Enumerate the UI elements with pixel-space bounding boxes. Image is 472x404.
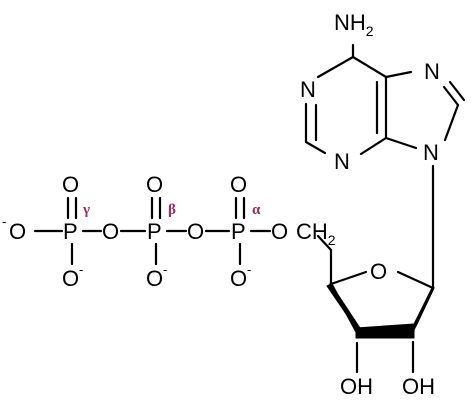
ribose-wedge-bonds (326, 282, 435, 339)
atom-labels: NH2 N N N N O OH OH O CH2 - O P O O - γ … (2, 10, 440, 399)
beta-phosphorus-label: P (147, 219, 162, 244)
alpha-label: α (252, 202, 261, 218)
purine-n9-label: N (423, 140, 439, 165)
beta-bottom-charge: - (163, 262, 167, 277)
gamma-label: γ (82, 202, 90, 218)
beta-top-oxygen-label: O (146, 172, 163, 197)
purine-n3-label: N (334, 149, 350, 174)
gamma-left-charge: - (2, 214, 6, 229)
beta-label: β (168, 202, 176, 218)
beta-bottom-oxygen-label: O (146, 266, 163, 291)
gamma-bottom-charge: - (79, 262, 83, 277)
gamma-phosphorus-label: P (63, 219, 78, 244)
alpha-top-oxygen-label: O (230, 172, 247, 197)
bond-lines (33, 43, 466, 374)
ch2-label: CH2 (296, 219, 336, 248)
gamma-top-oxygen-label: O (62, 172, 79, 197)
beta-alpha-bridge-oxygen-label: O (187, 219, 204, 244)
gamma-beta-bridge-oxygen-label: O (102, 219, 119, 244)
gamma-left-oxygen-label: O (9, 219, 26, 244)
purine-n1-label: N (300, 77, 316, 102)
purine-n7-label: N (424, 59, 440, 84)
bridge-oxygen-label: O (271, 219, 288, 244)
hydroxyl-right-label: OH (402, 374, 435, 399)
alpha-phosphorus-label: P (231, 219, 246, 244)
alpha-bottom-charge: - (247, 262, 251, 277)
hydroxyl-left-label: OH (340, 374, 373, 399)
amine-label: NH2 (334, 10, 374, 39)
alpha-bottom-oxygen-label: O (230, 266, 247, 291)
gamma-bottom-oxygen-label: O (62, 266, 79, 291)
ribose-ring-oxygen-label: O (370, 259, 387, 284)
